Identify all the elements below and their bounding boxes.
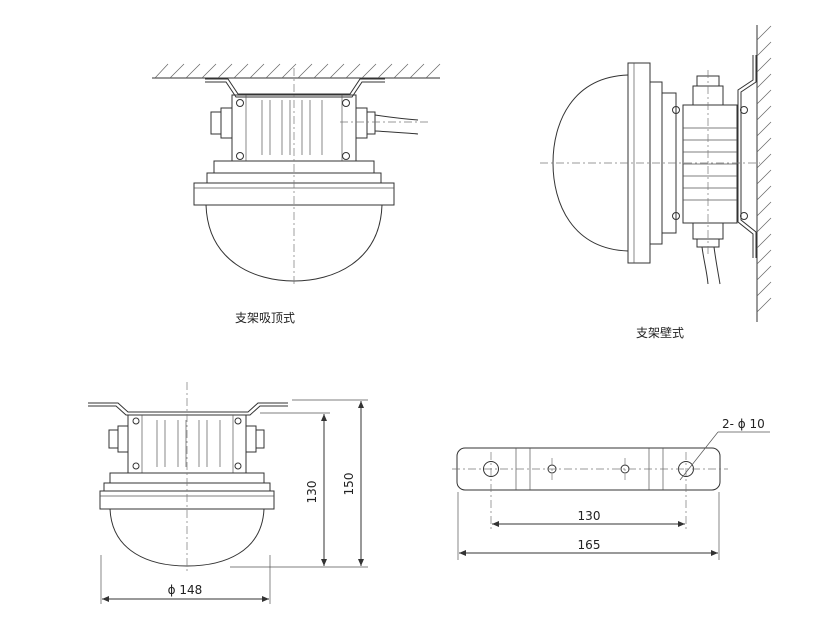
dim-height-body: 130 <box>305 481 319 504</box>
dim-hole-spacing: 130 <box>578 509 601 523</box>
dim-holes: 2- ϕ 10 <box>722 417 765 431</box>
caption-wall-mount: 支架壁式 <box>636 326 685 340</box>
dim-bracket-length: 165 <box>578 538 601 552</box>
dimensioned-front-view: 130 150 ϕ 148 <box>88 382 368 604</box>
bracket-plate-view: 130 165 2- ϕ 10 <box>452 417 770 560</box>
dim-diameter: ϕ 148 <box>168 583 203 597</box>
dim-height-total: 150 <box>342 473 356 496</box>
ceiling-mount-view <box>152 63 441 286</box>
wall-mount-view <box>540 25 772 322</box>
caption-ceiling-mount: 支架吸顶式 <box>235 311 296 325</box>
